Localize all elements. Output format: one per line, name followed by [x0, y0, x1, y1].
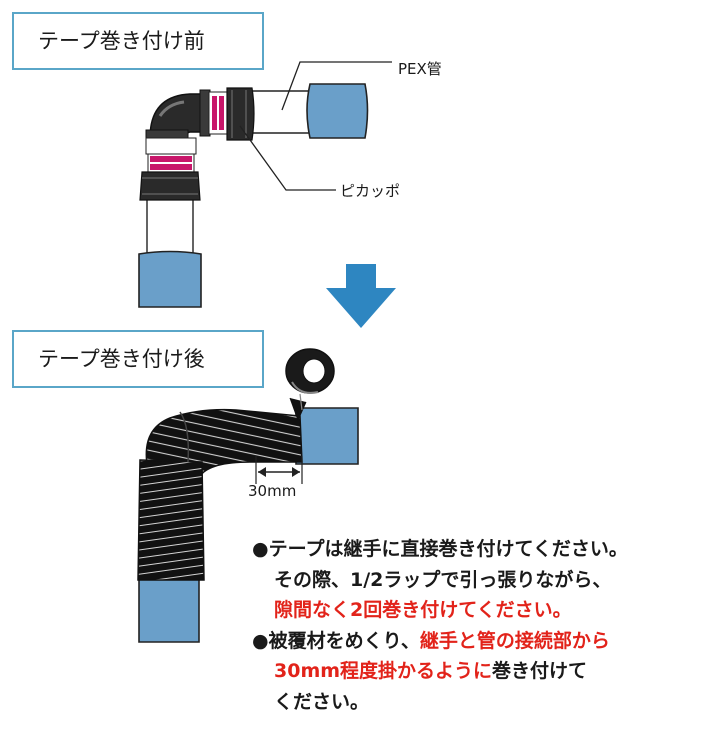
after-wrapping-label: テープ巻き付け後 [12, 330, 264, 388]
instruction-2-line-2: 30mm程度掛かるように巻き付けて [274, 660, 588, 682]
distance-marker [255, 456, 303, 484]
tape-roll-icon [285, 348, 335, 422]
instruction-2-line-1: ●被覆材をめくり、継手と管の接続部から [252, 629, 610, 652]
bullet-2: ● [252, 629, 269, 652]
instruction-2-line-3: ください。 [274, 690, 370, 713]
before-wrapping-label: テープ巻き付け前 [12, 12, 264, 70]
pex-pipe-right [244, 83, 369, 139]
instruction-1-line-3: 隙間なく2回巻き付けてください。 [274, 599, 572, 621]
before-wrapping-text: テープ巻き付け前 [38, 28, 205, 53]
taped-elbow [137, 408, 303, 581]
pex-pipe-down [138, 195, 202, 308]
pikappo-label: ピカッポ [340, 182, 401, 200]
down-arrow-icon [326, 264, 396, 328]
bullet-1: ● [252, 538, 269, 560]
pikappo-callout-line [239, 125, 336, 191]
pex-callout-line [281, 61, 392, 111]
pex-pipe-right-after [295, 407, 359, 465]
distance-label: 30mm [248, 482, 297, 500]
before-illustration [138, 61, 392, 308]
after-wrapping-text: テープ巻き付け後 [38, 346, 205, 371]
instructions: ●テープは継手に直接巻き付けてください。 その際、1/2ラップで引っ張りながら、… [252, 534, 717, 717]
instruction-1-line-2: その際、1/2ラップで引っ張りながら、 [274, 568, 612, 591]
pex-pipe-down-after [138, 573, 200, 643]
elbow-fitting [139, 87, 255, 201]
after-illustration [137, 348, 359, 643]
instruction-1-line-1: ●テープは継手に直接巻き付けてください。 [252, 538, 628, 560]
pex-pipe-label: PEX管 [398, 60, 442, 78]
